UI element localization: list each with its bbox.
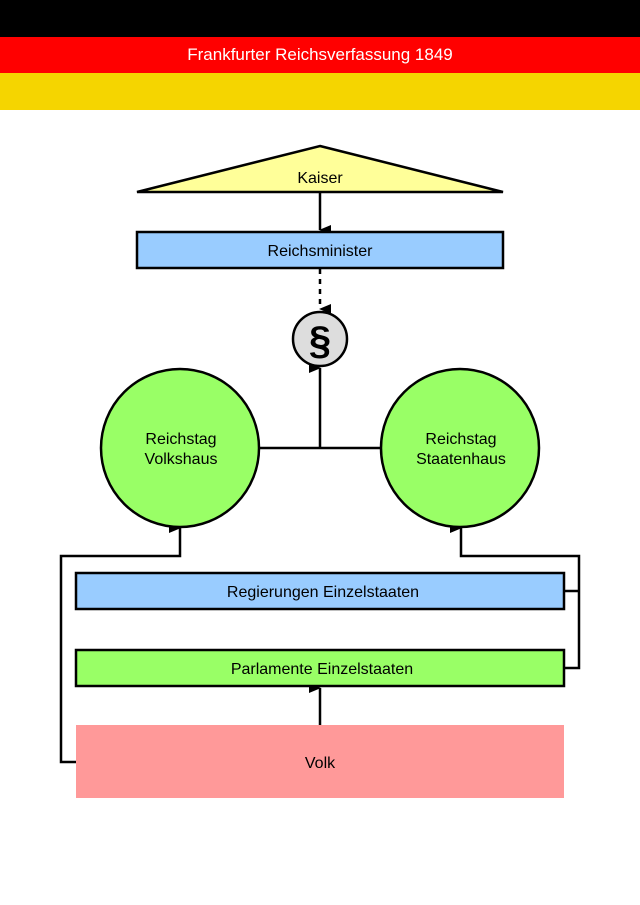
parlamente-node: Parlamente Einzelstaaten [74, 648, 566, 688]
arrow-volk-volkshaus [59, 523, 182, 764]
law-symbol: § [309, 319, 331, 363]
law-node: § [291, 310, 349, 368]
volkshaus-node: Reichstag Volkshaus [99, 367, 261, 529]
reichsminister-node: Reichsminister [135, 230, 505, 270]
page-title: Frankfurter Reichsverfassung 1849 [187, 45, 453, 64]
staatenhaus-node: Reichstag Staatenhaus [379, 367, 541, 529]
staatenhaus-circle [379, 367, 541, 529]
reichsminister-label: Reichsminister [268, 243, 374, 260]
volk-label: Volk [305, 755, 336, 772]
parlamente-label: Parlamente Einzelstaaten [231, 661, 413, 678]
flag-stripe-red [0, 37, 640, 74]
volkshaus-label-line1: Reichstag [145, 431, 216, 448]
regierungen-label: Regierungen Einzelstaaten [227, 584, 419, 601]
regierungen-node: Regierungen Einzelstaaten [74, 571, 566, 611]
paragraph-sign-icon [291, 310, 349, 368]
kaiser-label: Kaiser [297, 170, 343, 187]
regierungen-box [74, 571, 566, 611]
staatenhaus-label-line2: Staatenhaus [416, 451, 506, 468]
parlamente-box [74, 648, 566, 688]
reichsminister-box [135, 230, 505, 270]
arrow-einzelstaaten-staatenhaus [450, 523, 581, 670]
volkshaus-label-line2: Volkshaus [145, 451, 218, 468]
connectors [59, 192, 581, 764]
volk-node: Volk [76, 725, 564, 798]
volk-box [76, 725, 564, 798]
kaiser-node: Kaiser [136, 144, 504, 194]
kaiser-triangle [136, 144, 504, 194]
volkshaus-circle [99, 367, 261, 529]
flag-stripe-black [0, 0, 640, 37]
flag-stripe-gold [0, 73, 640, 110]
staatenhaus-label-line1: Reichstag [425, 431, 496, 448]
